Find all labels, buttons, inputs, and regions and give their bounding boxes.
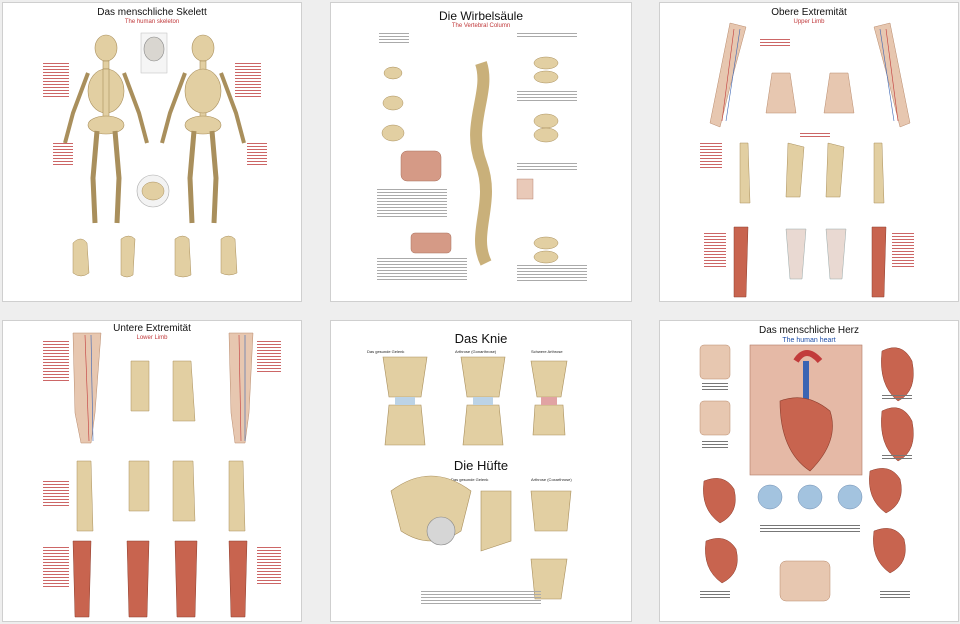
poster-subtitle: The Vertebral Column [451, 23, 511, 29]
poster-vertebral-column[interactable]: Die Wirbelsäule The Vertebral Column [330, 2, 632, 302]
poster-title: Das menschliche Herz [758, 325, 860, 336]
poster-subtitle: Upper Limb [793, 19, 825, 25]
caption-severe-arthrosis: Schwere Arthrose [531, 349, 563, 354]
poster-title: Das Knie [454, 331, 508, 346]
poster-title: Die Wirbelsäule [438, 9, 524, 23]
poster-upper-limb[interactable]: Obere Extremität Upper Limb [659, 2, 959, 302]
caption-knee-arthrosis: Arthrose (Gonarthrose) [455, 349, 497, 354]
caption-healthy-knee: Das gesunde Gelenk [367, 349, 405, 354]
poster-subtitle: Lower Limb [136, 335, 168, 341]
spine-illustration [381, 56, 559, 266]
knee-hip-illustration [382, 356, 572, 600]
poster-title-2: Die Hüfte [453, 458, 509, 473]
upper-limb-illustration [709, 22, 911, 298]
poster-heart[interactable]: Das menschliche Herz The human heart [659, 320, 959, 622]
poster-knee-hip[interactable]: Das Knie Das gesunde Gelenk Arthrose (Go… [330, 320, 632, 622]
poster-title: Obere Extremität [771, 7, 847, 18]
poster-skeleton[interactable]: Das menschliche Skelett The human skelet… [2, 2, 302, 302]
lower-limb-illustration [72, 332, 254, 618]
poster-title: Das menschliche Skelett [97, 7, 207, 18]
caption-hip-arthrosis: Arthrose (Coxarthrose) [531, 477, 572, 482]
heart-illustration [699, 344, 914, 602]
caption-healthy-hip: Das gesunde Gelenk [451, 477, 489, 482]
poster-lower-limb[interactable]: Untere Extremität Lower Limb [2, 320, 302, 622]
skeleton-illustration [63, 32, 246, 278]
poster-title: Untere Extremität [113, 323, 191, 334]
poster-subtitle: The human skeleton [124, 19, 180, 25]
poster-subtitle: The human heart [782, 337, 836, 344]
